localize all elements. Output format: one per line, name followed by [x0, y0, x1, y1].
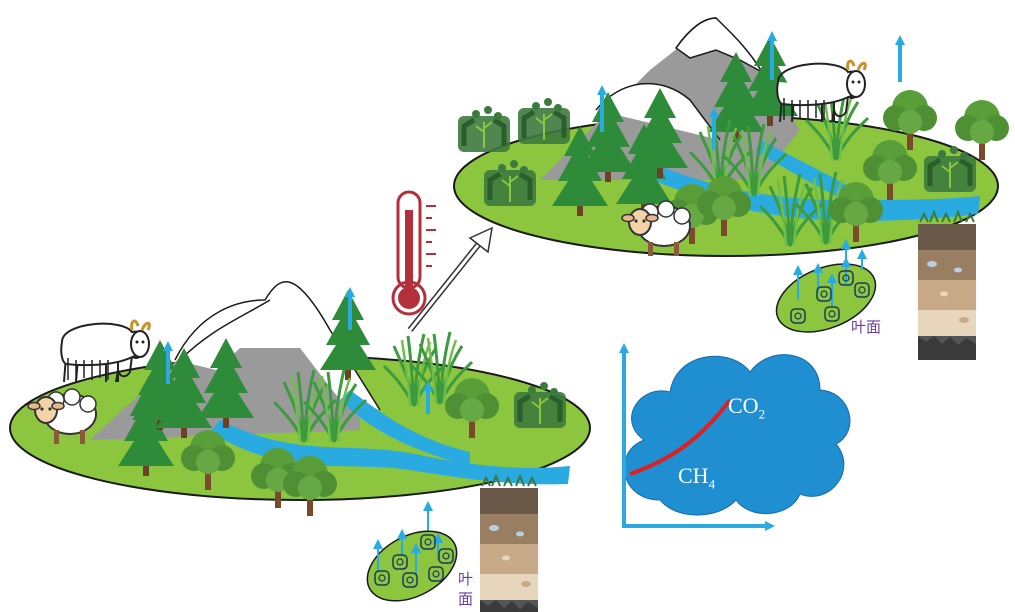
shrub-icon — [458, 106, 510, 152]
leaf-surface-label-bottom-1: 叶 — [458, 570, 474, 588]
gas-curve — [629, 398, 732, 476]
river — [210, 420, 570, 485]
warming-arrow-icon — [407, 226, 493, 332]
leaf-surface-label-top: 叶面 — [851, 318, 882, 336]
present-landscape — [9, 281, 591, 612]
warmed-landscape — [453, 17, 1009, 361]
soil-profile-icon — [479, 475, 539, 612]
leaf-surface-microbes-bottom — [366, 529, 458, 602]
river — [652, 166, 980, 221]
co2-label: CO2 — [728, 393, 766, 422]
ch4-label: CH4 — [678, 463, 716, 492]
thermometer-icon — [391, 190, 436, 316]
cloud-icon — [623, 354, 851, 516]
greenhouse-gas-panel — [619, 343, 851, 531]
leaf-surface-label-bottom-2: 面 — [458, 590, 474, 608]
soil-profile-icon — [917, 211, 977, 361]
shrub-icon — [518, 98, 570, 144]
leaf-surface-microbes-top — [775, 249, 877, 333]
